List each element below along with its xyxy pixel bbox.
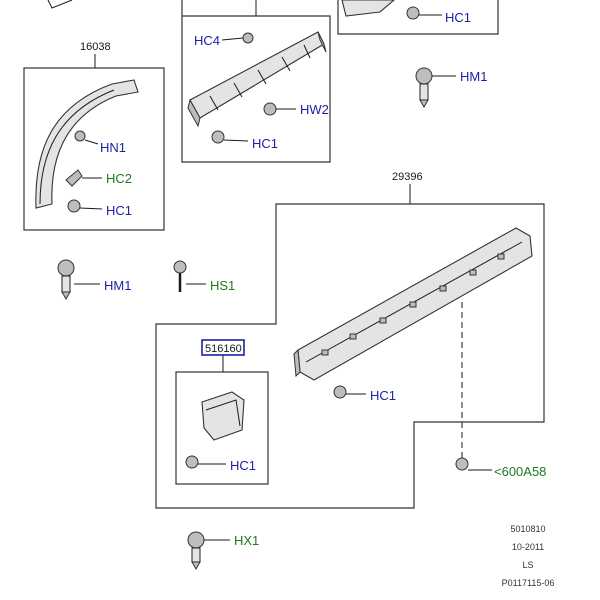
flare-group: 16038 HN1 HC2 HC1 [23,41,165,231]
flare-box [23,67,165,231]
hc1-clip-icon [211,130,225,144]
flare-part-number: 16038 [80,41,111,53]
hs1-group: HS1 [173,260,235,293]
footer-ls: LS [522,560,533,570]
hm1-right-label: HM1 [460,69,487,84]
mounting-bracket [201,391,245,441]
sill-part-number: 29396 [392,171,423,183]
ref-600a58-clip-icon [455,457,469,471]
hc1-top-clip-icon [406,6,420,20]
diagram-footer: 5010810 10-2011 LS P0117115-06 [502,524,555,588]
sill-clip-holes [321,253,505,356]
hc1-mid-label: HC1 [252,136,278,151]
trim-panel [187,31,327,128]
hc2-clip-icon [65,169,83,187]
footer-code: 5010810 [510,524,545,534]
hc4-clip-icon [242,32,254,44]
hc1-top-label: HC1 [445,10,471,25]
hx1-group: HX1 [187,531,259,571]
hm1-left-label: HM1 [104,278,131,293]
sill-outline [155,203,545,509]
hx1-label: HX1 [234,533,259,548]
hn1-label: HN1 [100,140,126,155]
bracket-group: 516160 HC1 [175,339,269,485]
hm1-screw-icon [415,67,433,85]
ref-600a58-label: <600A58 [494,464,546,479]
flare-hc1-label: HC1 [106,203,132,218]
hn1-clip-icon [74,130,86,142]
hs1-screw-icon [173,260,187,274]
footer-date: 10-2011 [512,542,544,552]
top-right-clipped-group: HC1 [337,0,499,35]
bracket-hc1-clip-icon [185,455,199,469]
hm1-left-group: HM1 [57,259,131,301]
hc4-label: HC4 [194,33,220,48]
sill-hc1-clip-icon [333,385,347,399]
sill-group: 29396 HC1 <600A58 [155,171,546,509]
hw2-label: HW2 [300,102,329,117]
top-left-clipped-part [47,0,73,9]
footer-id: P0117115-06 [502,578,555,588]
hc2-label: HC2 [106,171,132,186]
flare-hc1-clip-icon [67,199,81,213]
bracket-box [175,371,269,485]
hw2-clip-icon [263,102,277,116]
top-center-panel-group: HC4 HW2 HC1 [181,0,331,163]
bracket-part-number: 516160 [205,343,242,355]
bracket-hc1-label: HC1 [230,458,256,473]
wheel-arch-flare [35,79,139,209]
hm1-left-screw-icon [57,259,75,277]
hs1-label: HS1 [210,278,235,293]
hm1-right-group: HM1 [415,67,487,109]
hx1-screw-icon [187,531,205,549]
sill-hc1-label: HC1 [370,388,396,403]
